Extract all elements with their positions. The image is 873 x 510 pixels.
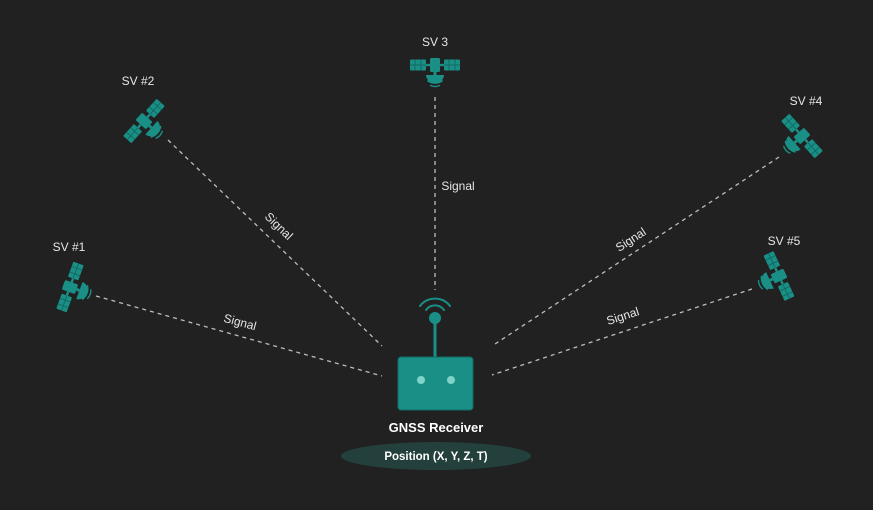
sv5-label: SV #5 [768,234,801,248]
satellite-icon [748,249,797,309]
signal-label-sv2: Signal [262,210,296,243]
satellite-sv1: SV #1 [53,240,100,319]
satellite-icon [768,111,825,170]
receiver-title: GNSS Receiver [389,420,484,435]
signal-label-sv3: Signal [441,179,474,193]
signal-lines [95,97,780,377]
receiver-icon [397,356,474,411]
satellite-sv2: SV #2 [121,74,178,155]
satellite-icon [409,57,461,88]
signal-label-sv1: Signal [222,311,258,333]
gnss-receiver: GNSS Receiver Position (X, Y, Z, T) [341,297,531,470]
position-ellipse [341,442,531,470]
signal-line-sv4 [491,156,780,347]
position-label: Position (X, Y, Z, T) [384,451,487,463]
sv1-label: SV #1 [53,240,86,254]
signal-line-sv5 [491,288,753,376]
sv3-label: SV 3 [422,35,448,49]
sv4-label: SV #4 [790,94,823,108]
satellite-sv5: SV #5 [748,234,801,309]
signal-label-sv5: Signal [605,304,641,328]
signal-line-sv2 [167,139,383,347]
satellite-icon [54,260,100,319]
signal-label-sv4: Signal [613,225,649,255]
signal-line-sv1 [95,295,383,377]
satellite-icon [121,96,178,155]
antenna-icon [419,297,451,358]
satellite-sv3: SV 3 [409,35,461,88]
satellite-sv4: SV #4 [768,94,825,170]
sv2-label: SV #2 [122,74,155,88]
